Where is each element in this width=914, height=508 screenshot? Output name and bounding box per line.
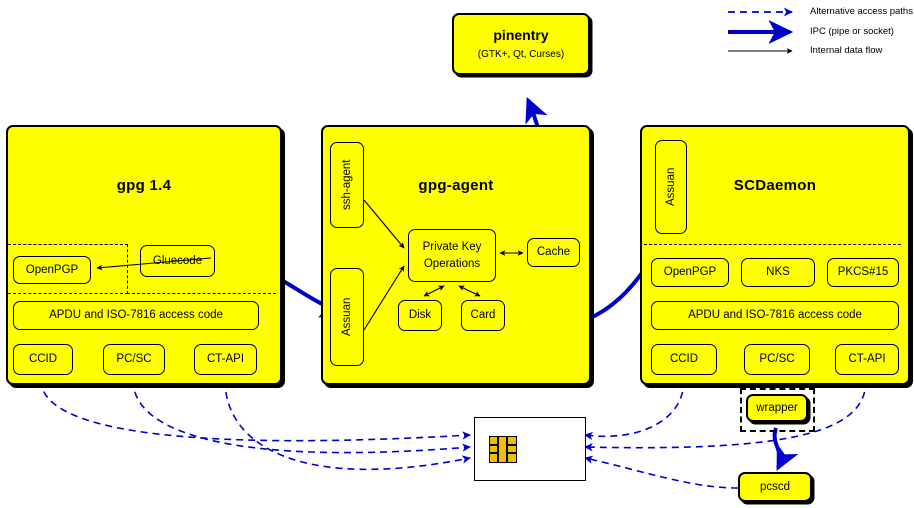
node-scd-ccid[interactable]: CCID <box>651 344 717 375</box>
node-gpg-apdu[interactable]: APDU and ISO-7816 access code <box>13 301 259 330</box>
node-scd-apdu[interactable]: APDU and ISO-7816 access code <box>651 301 899 330</box>
gpg-dash-top-left <box>8 244 128 245</box>
edge-gpg-ccid-to-card <box>40 379 471 442</box>
node-agent-assuan[interactable]: Assuan <box>330 268 364 366</box>
node-gpg-ctapi[interactable]: CT-API <box>194 344 257 375</box>
smartcard-chip-icon <box>489 436 517 463</box>
node-pinentry[interactable]: pinentry (GTK+, Qt, Curses) <box>452 13 590 75</box>
pko-line-2: Operations <box>423 258 481 270</box>
agent-title: gpg-agent <box>418 177 494 194</box>
legend: Alternative access paths IPC (pipe or so… <box>728 4 913 58</box>
node-scd-pcsc[interactable]: PC/SC <box>744 344 810 375</box>
pinentry-title: pinentry <box>493 27 549 43</box>
legend-label-ipc: IPC (pipe or socket) <box>810 26 894 37</box>
node-scd-assuan[interactable]: Assuan <box>655 140 687 234</box>
pinentry-subtitle: (GTK+, Qt, Curses) <box>477 48 565 60</box>
edge-wrapper-to-pcscd <box>772 427 799 471</box>
container-gpg-1-4[interactable]: gpg 1.4 <box>6 125 282 385</box>
legend-label-alt: Alternative access paths <box>810 6 913 17</box>
node-smartcard[interactable] <box>474 417 586 481</box>
node-gpg-gluecode[interactable]: Gluecode <box>140 245 215 277</box>
edge-scd-ccid-to-card <box>584 379 685 441</box>
node-scd-nks[interactable]: NKS <box>741 258 815 287</box>
wrapper-dash-group <box>740 388 815 432</box>
node-wrapper[interactable]: wrapper <box>746 394 808 422</box>
edge-gpg-pcsc-to-card <box>132 379 471 454</box>
node-agent-card[interactable]: Card <box>461 300 505 331</box>
node-gpg-ccid[interactable]: CCID <box>13 344 73 375</box>
node-scd-pkcs15[interactable]: PKCS#15 <box>827 258 899 287</box>
edge-gpg-ctapi-to-card <box>224 379 471 471</box>
gpg-dash-vert <box>127 244 128 294</box>
node-agent-cache[interactable]: Cache <box>527 238 580 267</box>
node-pcscd[interactable]: pcscd <box>738 472 812 502</box>
alt-path-group-right <box>584 379 867 489</box>
node-agent-private-key-operations[interactable]: Private Key Operations <box>408 229 496 282</box>
node-agent-disk[interactable]: Disk <box>398 300 442 331</box>
scd-dash-separator <box>644 244 901 245</box>
edge-scd-ctapi-to-card <box>584 379 867 452</box>
node-agent-ssh-agent[interactable]: ssh-agent <box>330 142 364 228</box>
gpg-title: gpg 1.4 <box>116 177 172 194</box>
node-scd-openpgp[interactable]: OpenPGP <box>651 258 729 287</box>
pko-line-1: Private Key <box>422 240 482 253</box>
legend-swatches <box>728 7 794 54</box>
legend-label-flow: Internal data flow <box>810 45 883 56</box>
edge-pcscd-to-card <box>584 455 739 489</box>
node-scd-ctapi[interactable]: CT-API <box>835 344 899 375</box>
node-gpg-pcsc[interactable]: PC/SC <box>103 344 165 375</box>
alt-path-group-left <box>40 379 471 471</box>
node-gpg-openpgp[interactable]: OpenPGP <box>13 256 91 284</box>
scdaemon-title: SCDaemon <box>733 177 817 194</box>
gpg-dash-bottom-right <box>127 293 276 294</box>
